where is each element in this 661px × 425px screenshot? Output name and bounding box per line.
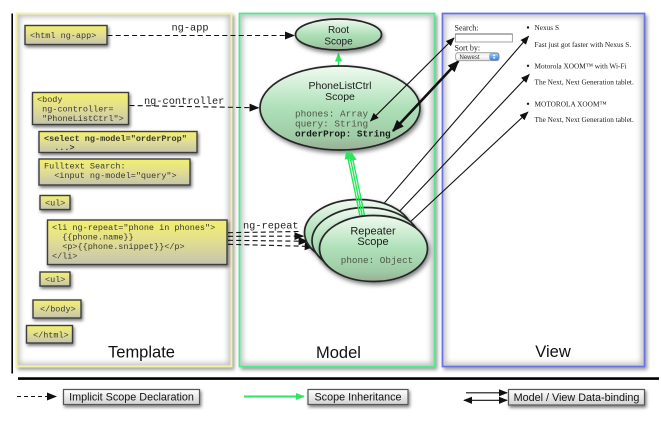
svg-text:Template: Template — [108, 344, 175, 362]
svg-text:<select ng-model="orderProp": <select ng-model="orderProp" — [44, 134, 187, 144]
svg-text:Scope: Scope — [357, 236, 388, 248]
svg-text:<p>{{phone.snippet}}</p>: <p>{{phone.snippet}}</p> — [52, 242, 185, 252]
svg-text:</li>: </li> — [52, 252, 78, 262]
svg-text:PhoneListCtrl: PhoneListCtrl — [308, 80, 371, 92]
svg-text:Fulltext Search:: Fulltext Search: — [44, 162, 126, 172]
svg-text:"PhoneListCtrl">: "PhoneListCtrl"> — [37, 114, 124, 124]
svg-text:Search:: Search: — [455, 23, 479, 32]
svg-text:Repeater: Repeater — [350, 226, 396, 238]
svg-text:ng-app: ng-app — [172, 23, 209, 35]
svg-text:phone: Object: phone: Object — [341, 255, 414, 266]
svg-text:Nexus S: Nexus S — [535, 23, 560, 32]
svg-text:The Next, Next Generation tabl: The Next, Next Generation tablet. — [535, 78, 634, 87]
svg-text:<html ng-app>: <html ng-app> — [30, 31, 96, 41]
svg-text:ng-controller: ng-controller — [144, 96, 224, 108]
svg-text:Motorola XOOM™ with Wi-Fi: Motorola XOOM™ with Wi-Fi — [535, 62, 627, 71]
svg-text:<ul>: <ul> — [45, 199, 65, 209]
svg-text:phones: Array: phones: Array — [295, 109, 369, 120]
svg-text:<input ng-model="query">: <input ng-model="query"> — [44, 171, 177, 181]
svg-text:ng-repeat: ng-repeat — [243, 221, 299, 233]
svg-text:...>: ...> — [44, 143, 75, 153]
svg-text:Scope Inheritance: Scope Inheritance — [314, 392, 401, 404]
svg-text:MOTOROLA XOOM™: MOTOROLA XOOM™ — [535, 99, 607, 108]
svg-text:orderProp: String: orderProp: String — [295, 129, 391, 140]
svg-text:The Next, Next Generation tabl: The Next, Next Generation tablet. — [535, 115, 634, 124]
svg-text:</body>: </body> — [40, 305, 76, 315]
svg-text:<li ng-repeat="phone in phones: <li ng-repeat="phone in phones"> — [52, 223, 215, 233]
svg-text:Sort by:: Sort by: — [455, 43, 481, 52]
svg-text:query: String: query: String — [295, 119, 368, 130]
svg-text:</html>: </html> — [33, 331, 69, 341]
svg-text:Implicit Scope Declaration: Implicit Scope Declaration — [69, 392, 194, 404]
svg-text:Newest: Newest — [460, 55, 480, 61]
svg-text:Model / View Data-binding: Model / View Data-binding — [514, 392, 640, 404]
svg-text:ng-controller=: ng-controller= — [37, 105, 114, 115]
svg-text:View: View — [535, 343, 571, 361]
svg-text:Scope: Scope — [324, 37, 353, 48]
svg-text:<body: <body — [37, 95, 63, 105]
svg-text:{{phone.name}}: {{phone.name}} — [52, 233, 134, 243]
svg-text:Fast just got faster with Nexu: Fast just got faster with Nexus S. — [535, 40, 632, 49]
svg-text:Model: Model — [316, 344, 361, 362]
svg-text:Root: Root — [328, 25, 349, 36]
svg-text:Scope: Scope — [325, 91, 355, 103]
svg-text:<ul>: <ul> — [45, 275, 65, 285]
